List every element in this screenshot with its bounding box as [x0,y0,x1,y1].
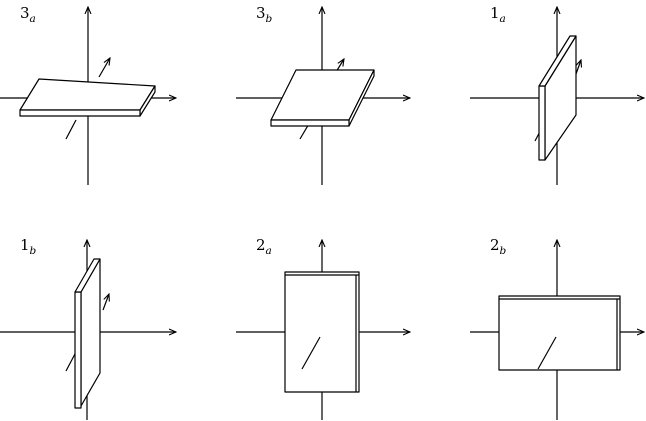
z-axis-near [65,351,77,372]
z-axis [301,336,321,370]
panel-2a-label: 2a [256,236,272,257]
plate-front [270,119,350,127]
plate-front [19,109,141,117]
panel-2a: 2a [236,236,410,420]
plate-front [74,291,82,409]
panel-1b-label: 1b [20,236,37,257]
plate-top [538,35,577,87]
panel-3a: 3a [0,4,176,185]
plate [498,295,621,371]
panel-3b-label: 3b [256,4,273,25]
panel-3a-label: 3a [20,4,36,25]
plate [270,69,375,127]
z-axis-far [98,58,110,78]
plate-top [19,78,156,111]
panel-1a-label: 1a [490,4,506,25]
plate [284,271,360,393]
panel-2b-label: 2b [490,236,507,257]
z-axis-near [65,119,77,140]
plate-front [538,85,546,161]
panel-1b: 1b [0,236,176,420]
panel-1a: 1a [470,4,644,185]
panel-2b: 2b [470,236,644,420]
plate-top [270,69,375,121]
z-axis [537,336,557,370]
plate [538,35,577,161]
plate-face [284,271,360,393]
z-axis-far [102,294,109,311]
z-axis-far [576,60,581,75]
plate-top [74,258,101,293]
plate-face [498,295,621,371]
plate [74,258,101,409]
panel-3b: 3b [236,4,410,185]
plate [19,78,156,117]
